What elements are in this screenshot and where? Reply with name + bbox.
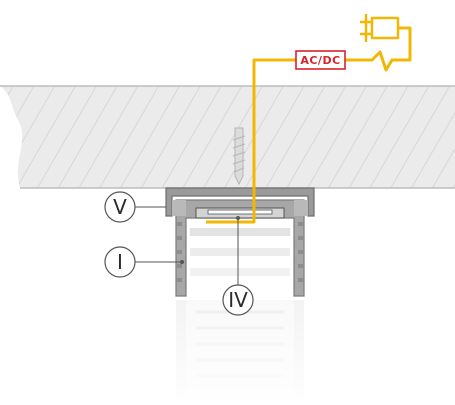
label-v: V xyxy=(113,195,127,219)
power-cable xyxy=(206,26,412,224)
screw-icon xyxy=(232,127,246,186)
power-plug-icon xyxy=(360,14,400,42)
callout-v: V xyxy=(104,191,136,223)
callout-iv: IV xyxy=(222,284,254,316)
acdc-label: AC/DC xyxy=(300,54,340,67)
profile-reflection xyxy=(170,300,310,405)
led-strip xyxy=(195,207,285,219)
label-i: I xyxy=(117,250,123,274)
wall-section xyxy=(0,85,455,189)
acdc-converter: AC/DC xyxy=(295,50,346,70)
callout-i: I xyxy=(104,246,136,278)
callout-lines xyxy=(135,206,239,286)
label-iv: IV xyxy=(228,288,248,312)
mounting-clip xyxy=(165,187,315,217)
aluminium-profile xyxy=(175,199,305,297)
